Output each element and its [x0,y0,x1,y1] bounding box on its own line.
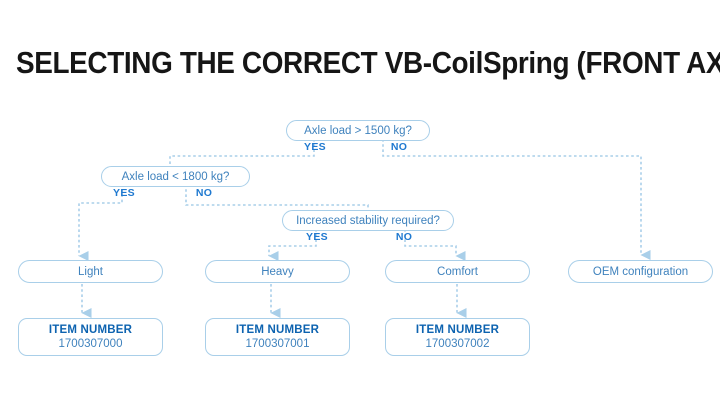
item-number-value: 1700307000 [58,338,123,350]
decision-label: Increased stability required? [296,214,440,227]
item-number-value: 1700307001 [245,338,310,350]
wire-d2-no [185,184,369,214]
decision-axle-load-1800[interactable]: Axle load < 1800 kg? [101,166,250,187]
wire-d1-yes [169,139,315,170]
branch-label-d2-no: NO [195,187,213,199]
item-number-label: ITEM NUMBER [48,324,133,336]
branch-label-d2-yes: YES [113,187,135,199]
decision-increased-stability[interactable]: Increased stability required? [282,210,454,231]
item-number-box-heavy[interactable]: ITEM NUMBER 1700307001 [205,318,350,356]
result-label: OEM configuration [592,265,689,278]
item-number-box-light[interactable]: ITEM NUMBER 1700307000 [18,318,163,356]
branch-label-d1-yes: YES [304,141,326,153]
decision-label: Axle load < 1800 kg? [121,170,230,183]
wire-d2-yes [78,184,123,262]
result-light[interactable]: Light [18,260,163,283]
result-label: Heavy [261,265,294,278]
item-number-label: ITEM NUMBER [235,324,320,336]
item-number-value: 1700307002 [425,338,490,350]
result-label: Light [78,265,103,278]
decision-axle-load-1500[interactable]: Axle load > 1500 kg? [286,120,430,141]
result-label: Comfort [437,265,478,278]
result-heavy[interactable]: Heavy [205,260,350,283]
branch-label-d3-yes: YES [306,231,328,243]
item-number-label: ITEM NUMBER [415,324,500,336]
wire-d3-no [404,229,466,262]
branch-label-d1-no: NO [390,141,408,153]
result-oem-configuration[interactable]: OEM configuration [568,260,713,283]
wire-d3-yes [268,229,317,262]
branch-label-d3-no: NO [395,231,413,243]
wire-d1-no [382,139,651,261]
item-number-box-comfort[interactable]: ITEM NUMBER 1700307002 [385,318,530,356]
result-comfort[interactable]: Comfort [385,260,530,283]
page-title: SELECTING THE CORRECT VB-CoilSpring (FRO… [16,45,720,80]
decision-label: Axle load > 1500 kg? [304,124,412,137]
